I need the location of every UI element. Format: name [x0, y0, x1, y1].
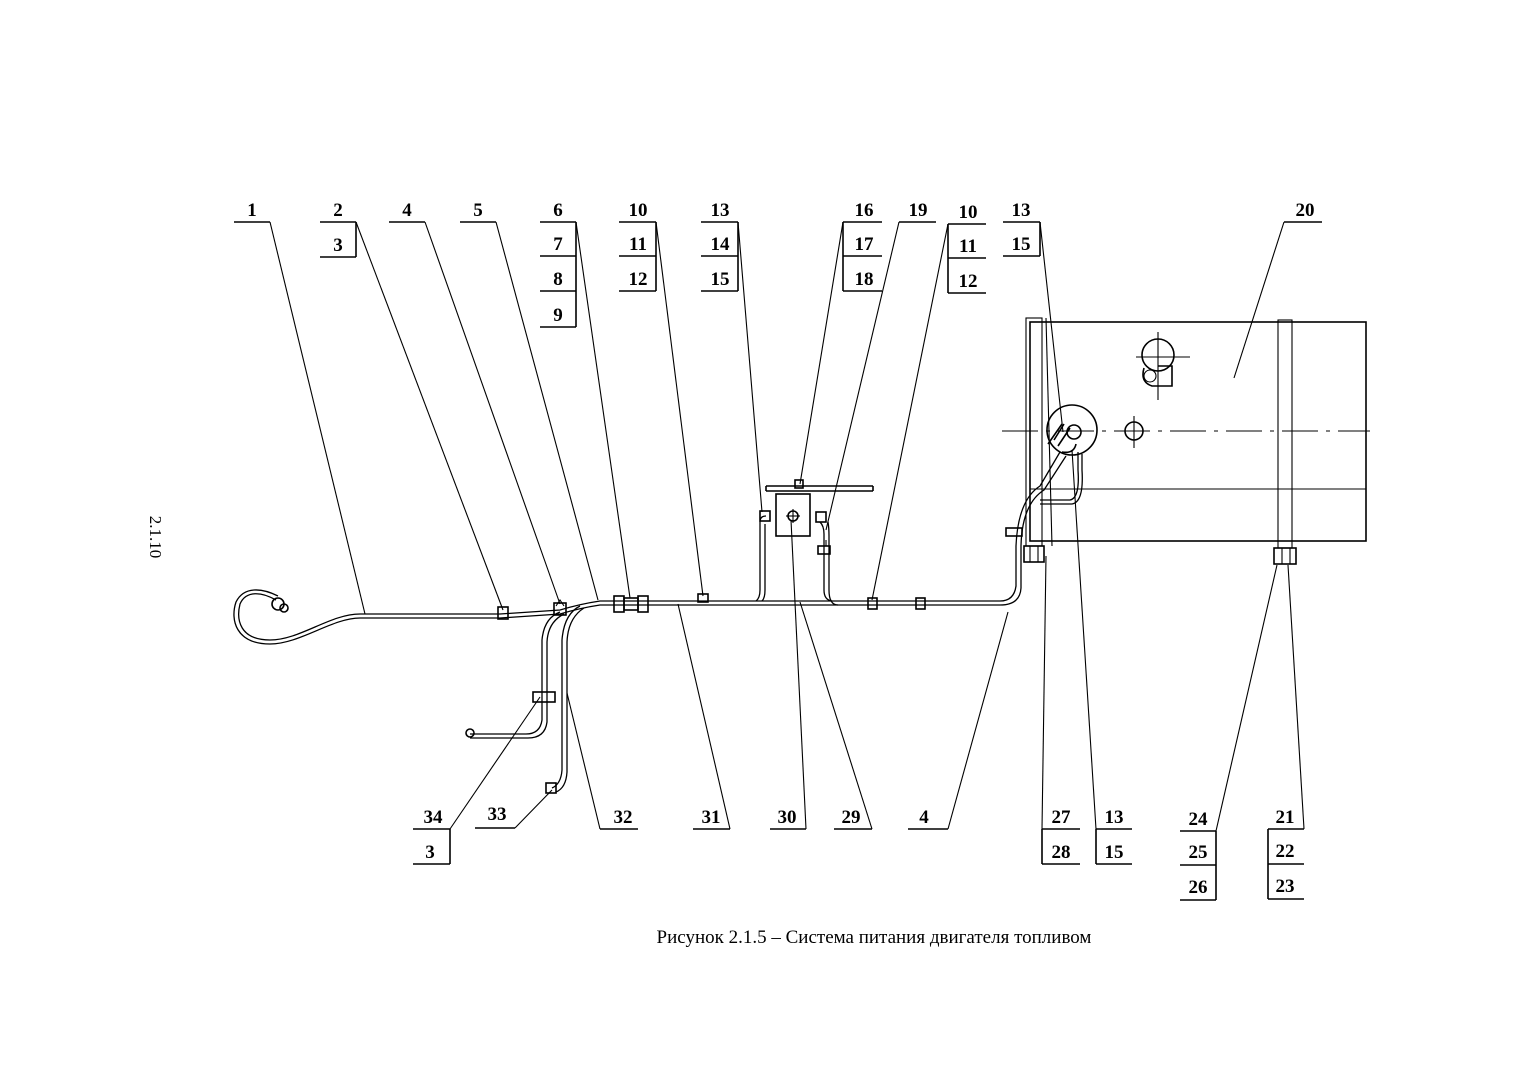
callout-label: 11 — [629, 234, 647, 255]
callout-10-12-left: 10 11 12 — [619, 200, 704, 597]
callout-4-top: 4 — [389, 200, 561, 605]
callout-21-23: 21 22 23 — [1267, 564, 1305, 900]
callout-label: 1 — [247, 200, 257, 221]
fuel-lines — [233, 451, 1083, 794]
callout-label: 24 — [1189, 809, 1209, 830]
callout-20: 20 — [1233, 200, 1322, 379]
inline-connector-icon — [613, 595, 649, 613]
callout-label: 29 — [842, 807, 861, 828]
line-fittings — [497, 527, 1023, 620]
callout-label: 3 — [333, 235, 343, 256]
callout-label: 13 — [711, 200, 730, 221]
callout-label: 15 — [711, 269, 730, 290]
callout-label: 12 — [629, 269, 648, 290]
callout-label: 10 — [629, 200, 648, 221]
callout-label: 13 — [1105, 807, 1124, 828]
callout-13-15-bottom: 13 15 — [1071, 449, 1132, 865]
fuel-intake-icon — [1046, 404, 1098, 456]
callout-label: 26 — [1189, 877, 1208, 898]
callout-label: 8 — [553, 269, 563, 290]
callout-2-3: 2 3 — [320, 200, 504, 611]
callout-label: 32 — [614, 807, 633, 828]
callout-27-28: 27 28 — [1041, 555, 1080, 865]
hose-fitting-icon — [271, 597, 289, 613]
callout-label: 18 — [855, 269, 874, 290]
callout-24-26: 24 25 26 — [1180, 564, 1278, 901]
callout-33: 33 — [475, 789, 553, 829]
callout-label: 34 — [424, 807, 444, 828]
callout-4-bottom: 4 — [908, 611, 1009, 830]
callout-label: 4 — [919, 807, 929, 828]
callout-label: 20 — [1296, 200, 1315, 221]
callout-label: 27 — [1052, 807, 1072, 828]
callout-label: 16 — [855, 200, 874, 221]
filler-cap-icon — [1136, 332, 1190, 400]
callout-label: 23 — [1276, 876, 1295, 897]
callout-label: 13 — [1012, 200, 1031, 221]
callout-label: 12 — [959, 271, 978, 292]
callout-label: 6 — [553, 200, 563, 221]
callout-6-9: 6 7 8 9 — [540, 200, 631, 599]
callout-5: 5 — [460, 200, 599, 601]
callout-label: 30 — [778, 807, 797, 828]
callout-label: 9 — [553, 305, 563, 326]
callout-label: 14 — [711, 234, 731, 255]
figure-caption: Рисунок 2.1.5 – Система питания двигател… — [657, 927, 1092, 948]
callout-label: 3 — [425, 842, 435, 863]
callout-label: 31 — [702, 807, 721, 828]
callout-30: 30 — [770, 519, 807, 830]
page-number: 2.1.10 — [146, 516, 165, 559]
callout-10-12-right: 10 11 12 — [871, 202, 986, 601]
callout-34-3: 34 3 — [413, 696, 541, 865]
callout-label: 22 — [1276, 841, 1295, 862]
callout-label: 5 — [473, 200, 483, 221]
callout-13-15-left: 13 14 15 — [701, 200, 763, 513]
callout-label: 10 — [959, 202, 978, 223]
callout-label: 7 — [553, 234, 563, 255]
fuel-filter — [759, 479, 874, 555]
drain-plug-icon — [1120, 416, 1150, 448]
callout-label: 19 — [909, 200, 928, 221]
callout-label: 28 — [1052, 842, 1071, 863]
callout-29: 29 — [799, 601, 873, 830]
fuel-tank — [1002, 317, 1370, 565]
callout-label: 17 — [855, 234, 875, 255]
callout-19: 19 — [825, 200, 936, 531]
callout-1: 1 — [234, 200, 366, 615]
callout-label: 11 — [959, 236, 977, 257]
callout-label: 33 — [488, 804, 507, 825]
callout-16-18: 16 17 18 — [799, 200, 882, 485]
callout-label: 15 — [1012, 234, 1031, 255]
callout-label: 2 — [333, 200, 343, 221]
callout-label: 4 — [402, 200, 412, 221]
callout-label: 15 — [1105, 842, 1124, 863]
callout-label: 21 — [1276, 807, 1295, 828]
callout-32: 32 — [566, 692, 638, 830]
callout-31: 31 — [677, 603, 731, 830]
callout-label: 25 — [1189, 842, 1208, 863]
callout-13-15-right: 13 15 — [1003, 200, 1064, 433]
